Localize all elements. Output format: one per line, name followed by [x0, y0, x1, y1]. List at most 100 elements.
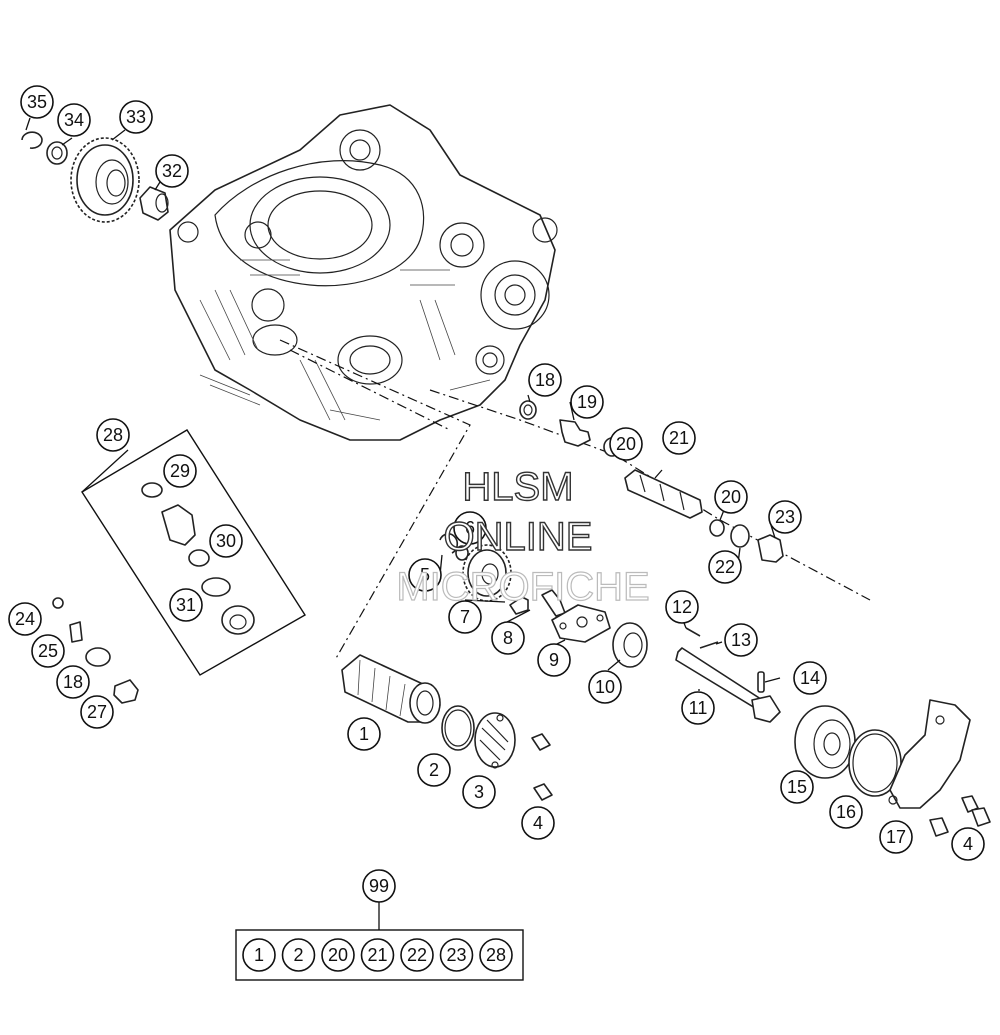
svg-text:8: 8 [503, 628, 513, 648]
callout-20-upper: 20 [609, 427, 643, 461]
plug-27-shape [113, 679, 139, 704]
callout-19: 19 [570, 385, 604, 419]
washer-34-shape [46, 141, 68, 165]
callout-13: 13 [724, 623, 758, 657]
watermark-line2: ONLINE [444, 515, 593, 559]
svg-text:14: 14 [800, 668, 820, 688]
callout-17: 17 [879, 820, 913, 854]
shaft-21-shape [624, 469, 703, 519]
gear-6-shape [455, 544, 512, 602]
pin-7-shape [509, 596, 529, 615]
svg-text:6: 6 [465, 518, 475, 538]
watermark-line1: HLSM [462, 465, 573, 509]
callout-10: 10 [588, 670, 622, 704]
o-ring-22-shape [730, 524, 750, 548]
callout-33: 33 [119, 100, 153, 134]
axis-line-pump-shaft [289, 349, 871, 601]
o-ring-18b-shape [85, 647, 111, 667]
callout-9: 9 [537, 643, 571, 677]
svg-text:20: 20 [328, 945, 348, 965]
pump-rotor-15-shape [794, 705, 856, 779]
svg-text:7: 7 [460, 607, 470, 627]
svg-text:29: 29 [170, 461, 190, 481]
svg-text:22: 22 [715, 557, 735, 577]
callout-32: 32 [155, 154, 189, 188]
svg-text:23: 23 [446, 945, 466, 965]
callout-34: 34 [57, 103, 91, 137]
oil-filter-1-shape [341, 654, 441, 724]
svg-text:5: 5 [420, 565, 430, 585]
engine-case [169, 104, 558, 441]
callout-22: 22 [708, 550, 742, 584]
callout-1: 1 [347, 717, 381, 751]
callout-15: 15 [780, 770, 814, 804]
svg-text:99: 99 [369, 876, 389, 896]
callout-21: 21 [662, 421, 696, 455]
kit-99-item: 1 [242, 938, 276, 972]
callout-4-right: 4 [951, 827, 985, 861]
callout-29: 29 [163, 454, 197, 488]
svg-text:28: 28 [103, 425, 123, 445]
svg-text:31: 31 [176, 595, 196, 615]
plug-19-shape [559, 419, 591, 447]
svg-text:20: 20 [721, 487, 741, 507]
svg-text:4: 4 [963, 834, 973, 854]
svg-text:27: 27 [87, 702, 107, 722]
svg-text:1: 1 [254, 945, 264, 965]
svg-text:10: 10 [595, 677, 615, 697]
svg-text:20: 20 [616, 434, 636, 454]
callout-35: 35 [20, 85, 54, 119]
callout-4-left: 4 [521, 806, 555, 840]
kit-99-item: 2 [281, 938, 316, 972]
callout-25: 25 [31, 634, 65, 668]
svg-text:28: 28 [486, 945, 506, 965]
svg-text:12: 12 [672, 597, 692, 617]
callout-24: 24 [8, 602, 42, 636]
svg-text:13: 13 [731, 630, 751, 650]
ball-24-shape [52, 597, 64, 609]
svg-text:1: 1 [359, 724, 369, 744]
pin-13-shape [699, 641, 719, 649]
watermark: HLSM ONLINE MICROFICHE [396, 464, 651, 609]
callout-99: 99 [362, 869, 396, 903]
callout-20-lower: 20 [714, 480, 748, 514]
shaft-11-shape [675, 647, 781, 723]
callout-2: 2 [417, 753, 451, 787]
svg-text:18: 18 [63, 672, 83, 692]
svg-text:9: 9 [549, 650, 559, 670]
svg-text:30: 30 [216, 531, 236, 551]
circlip-5-shape [439, 533, 459, 554]
callout-23: 23 [768, 500, 802, 534]
seal-31-shape [201, 577, 255, 635]
svg-text:21: 21 [367, 945, 387, 965]
leader-lines [25, 117, 781, 691]
svg-text:3: 3 [474, 782, 484, 802]
svg-text:11: 11 [689, 698, 708, 718]
svg-text:23: 23 [775, 507, 795, 527]
kit-99-item: 22 [400, 938, 434, 972]
pin-12-shape [685, 627, 701, 637]
callout-6: 6 [453, 511, 487, 545]
cover-9-shape [551, 604, 611, 643]
callout-27: 27 [80, 695, 114, 729]
svg-text:4: 4 [533, 813, 543, 833]
svg-text:17: 17 [886, 827, 906, 847]
svg-text:2: 2 [429, 760, 439, 780]
svg-text:21: 21 [669, 428, 689, 448]
callout-12: 12 [665, 590, 699, 624]
callout-5: 5 [408, 558, 442, 592]
svg-text:19: 19 [577, 392, 597, 412]
gear-33-shape [70, 137, 140, 223]
spring-25-shape [69, 621, 83, 643]
callout-7: 7 [448, 600, 482, 634]
svg-text:34: 34 [64, 110, 84, 130]
circlip-35-shape [21, 131, 43, 149]
bolt-4-left-shapes [531, 733, 553, 801]
callout-14: 14 [793, 661, 827, 695]
kit-99-item: 20 [321, 938, 355, 972]
bushing-32-shape [139, 186, 169, 221]
kit-99-box [235, 929, 524, 981]
kit-99-item: 28 [479, 938, 513, 972]
